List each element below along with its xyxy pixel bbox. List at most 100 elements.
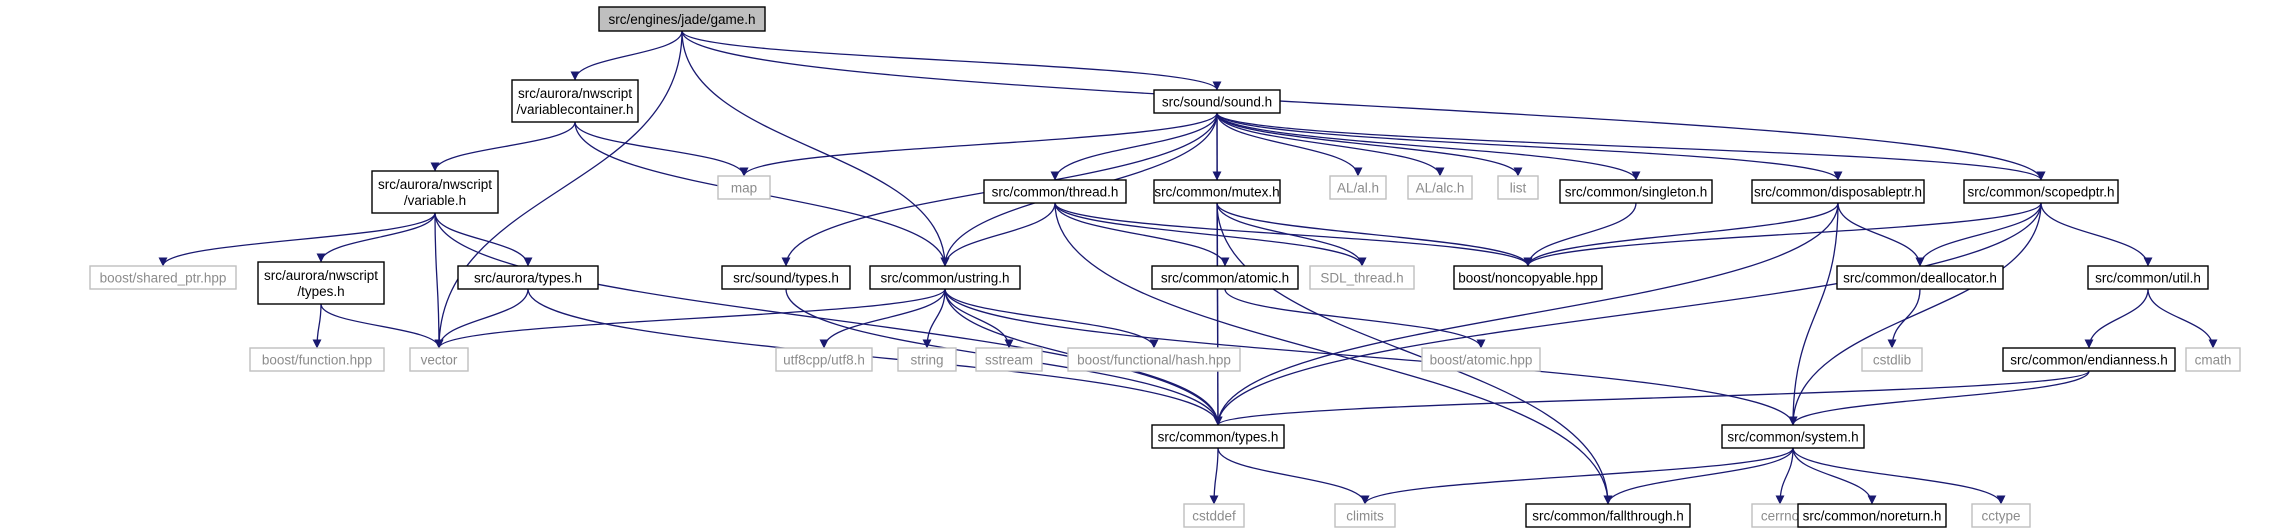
edge-arrow [1216, 112, 2046, 181]
node-label: src/common/noreturn.h [1803, 509, 1942, 524]
edge-ustring_h-to-string [922, 288, 946, 349]
edge-arrow [1216, 112, 1363, 177]
node-box [775, 347, 873, 372]
node-sound-h[interactable]: src/sound/sound.h [1153, 89, 1281, 114]
edge-arrow [1216, 202, 1613, 505]
node-variablecontainer-h[interactable]: src/aurora/nwscript/variablecontainer.h [511, 79, 639, 123]
edge-arrow [1792, 447, 1877, 505]
node-label: src/engines/jade/game.h [608, 12, 755, 27]
edge-system_h-to-climits [1360, 447, 1794, 505]
node-sound-types-h[interactable]: src/sound/types.h [721, 265, 851, 290]
node-thread-h[interactable]: src/common/thread.h [983, 179, 1127, 204]
node-label: list [1510, 181, 1527, 196]
node-mutex-h[interactable]: src/common/mutex.h [1153, 179, 1281, 204]
node-util-h[interactable]: src/common/util.h [2087, 265, 2209, 290]
edge-sound_h-to-singleton_h [1216, 112, 1641, 181]
node-string: string [897, 347, 957, 372]
node-box [2002, 347, 2176, 372]
edge-arrow [1216, 202, 1533, 267]
node-box [1151, 265, 1299, 290]
node-label: src/sound/sound.h [1162, 95, 1272, 110]
node-cstddef: cstddef [1183, 503, 1245, 528]
edge-arrow [1213, 202, 1839, 426]
edge-arrow [681, 30, 1222, 91]
node-box [89, 265, 237, 290]
edge-scopedptr_h-to-system_h [1788, 202, 2042, 426]
node-label: src/common/types.h [1158, 430, 1279, 445]
node-ustring-h[interactable]: src/common/ustring.h [869, 265, 1021, 290]
node-label: src/common/scopedptr.h [1967, 185, 2114, 200]
edge-arrow [1837, 202, 1925, 267]
node-deallocator-h[interactable]: src/common/deallocator.h [1836, 265, 2004, 290]
node-label: src/aurora/nwscript [518, 86, 632, 101]
edge-arrow [1213, 370, 2090, 426]
edge-util_h-to-endianness_h [2084, 288, 2149, 349]
edge-arrow [312, 303, 322, 349]
edge-arrow [1360, 447, 1794, 505]
node-label: src/common/singleton.h [1565, 185, 1708, 200]
edge-endianness_h-to-common_types_h [1213, 370, 2090, 426]
node-cctype: cctype [1971, 503, 2031, 528]
node-atomic-h[interactable]: src/common/atomic.h [1151, 265, 1299, 290]
edge-arrow [2040, 202, 2153, 267]
edge-common_types_h-to-climits [1217, 447, 1370, 505]
node-box [1334, 503, 1396, 528]
node-label: boost/shared_ptr.hpp [100, 271, 227, 286]
node-singleton-h[interactable]: src/common/singleton.h [1559, 179, 1713, 204]
node-label: src/common/ustring.h [880, 271, 1009, 286]
node-aurora-types-h[interactable]: src/aurora/types.h [457, 265, 599, 290]
edge-layer [158, 30, 2218, 505]
node-box [457, 265, 599, 290]
node-scopedptr-h[interactable]: src/common/scopedptr.h [1963, 179, 2119, 204]
edge-system_h-to-fallthrough_h [1603, 447, 1794, 505]
node-box [1151, 424, 1285, 449]
edge-arrow [316, 212, 436, 263]
edge-game_h-to-variablecontainer_h [570, 30, 683, 81]
edge-arrow [1788, 202, 1839, 426]
edge-sound_h-to-list [1216, 112, 1523, 177]
edge-game_h-to-vector [434, 30, 683, 349]
node-label: src/common/atomic.h [1161, 271, 1289, 286]
node-noncopyable-hpp[interactable]: boost/noncopyable.hpp [1453, 265, 1603, 290]
edge-arrow [944, 288, 1014, 349]
edge-variable_h-to-nwscript_types_h [316, 212, 436, 263]
node-label: src/common/deallocator.h [1843, 271, 1997, 286]
edge-arrow [1775, 447, 1794, 505]
node-label: SDL_thread.h [1320, 271, 1403, 286]
node-system-h[interactable]: src/common/system.h [1721, 424, 1865, 449]
node-label: cmath [2195, 353, 2232, 368]
node-game-h[interactable]: src/engines/jade/game.h [598, 6, 766, 32]
node-label: string [910, 353, 943, 368]
edge-arrow [1792, 447, 2006, 505]
node-fallthrough-h[interactable]: src/common/fallthrough.h [1525, 503, 1691, 528]
edge-arrow [1887, 288, 1921, 349]
node-label: cstddef [1192, 509, 1236, 524]
edge-scopedptr_h-to-util_h [2040, 202, 2153, 267]
edge-arrow [1224, 288, 1486, 349]
edge-arrow [1050, 112, 1218, 181]
edge-system_h-to-cctype [1792, 447, 2006, 505]
edge-ustring_h-to-vector [434, 288, 946, 349]
node-noreturn-h[interactable]: src/common/noreturn.h [1797, 503, 1947, 528]
edge-game_h-to-sound_h [681, 30, 1222, 91]
node-variable-h[interactable]: src/aurora/nwscript/variable.h [371, 170, 499, 214]
edge-arrow [1216, 112, 1843, 181]
node-label: AL/al.h [1337, 181, 1379, 196]
edge-ustring_h-to-sstream [944, 288, 1014, 349]
node-list: list [1497, 175, 1539, 200]
node-box [717, 175, 771, 200]
edge-arrow [1209, 447, 1219, 505]
edge-arrow [1788, 202, 2042, 426]
edge-arrow [434, 30, 683, 349]
node-endianness-h[interactable]: src/common/endianness.h [2002, 347, 2176, 372]
edge-arrow [944, 288, 1798, 426]
node-box [897, 347, 957, 372]
edge-arrow [2084, 288, 2149, 349]
node-disposableptr-h[interactable]: src/common/disposableptr.h [1751, 179, 1925, 204]
node-nwscript-types-h[interactable]: src/aurora/nwscript/types.h [257, 261, 385, 305]
node-label: src/aurora/nwscript [378, 177, 492, 192]
edge-arrow [1216, 112, 1445, 177]
node-common-types-h[interactable]: src/common/types.h [1151, 424, 1285, 449]
edge-deallocator_h-to-cstdlib [1887, 288, 1921, 349]
